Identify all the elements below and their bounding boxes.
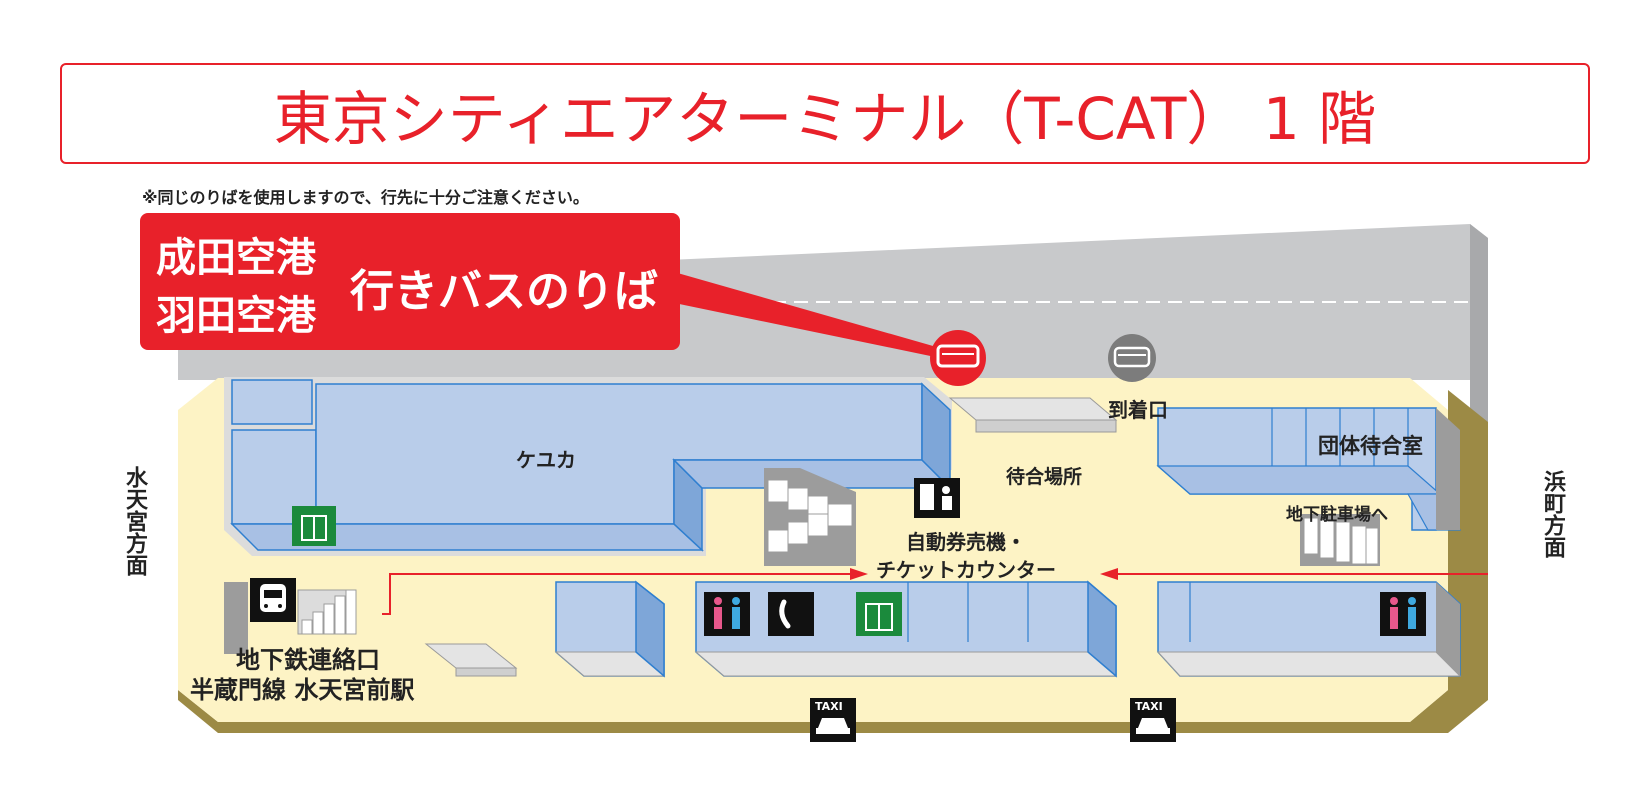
label-subway-station: 半蔵門線 水天宮前駅 [190, 676, 415, 704]
callout-pointer [660, 268, 940, 358]
bus-gray-icon [1108, 334, 1156, 382]
restroom-icon [704, 592, 750, 636]
telephone-icon [768, 592, 814, 636]
label-group-waiting-room: 団体待合室 [1318, 434, 1423, 458]
label-subway-connection: 地下鉄連絡口 [236, 646, 380, 674]
label-ticket-counter: チケットカウンター [876, 558, 1056, 582]
arrival-bench [948, 397, 1118, 421]
label-arrival-gate: 到着口 [1108, 398, 1168, 422]
ticket-machine-icon [914, 478, 960, 518]
label-ticket-machine: 自動券売機・ [906, 530, 1026, 554]
label-taxi: TAXI [815, 700, 843, 713]
caution-note: ※同じのりばを使用しますので、行先に十分ご注意ください。 [142, 188, 589, 207]
label-direction-left: 水天宮方面 [122, 466, 147, 576]
taxi-icon [1130, 698, 1176, 742]
bus-stop-label: 行きバスのりば [350, 266, 658, 317]
subway-stairs [224, 582, 248, 654]
bus-red-icon [930, 330, 986, 386]
route-arrowhead-right [850, 568, 868, 580]
title-box: 東京シティエアターミナル（T-CAT） 1 階 [60, 63, 1590, 164]
destination-narita: 成田空港 [156, 235, 316, 281]
label-shop: ケユカ [516, 448, 576, 472]
elevator-icon [292, 506, 336, 546]
elevator-icon [856, 592, 902, 636]
label-waiting-area: 待合場所 [1006, 466, 1083, 488]
restroom-icon [1380, 592, 1426, 636]
route-arrowhead-left [1100, 568, 1118, 580]
label-underground-parking: 地下駐車場へ [1286, 505, 1388, 525]
destination-haneda: 羽田空港 [156, 293, 316, 339]
bus-stop-callout: 成田空港 羽田空港 行きバスのりば [140, 213, 680, 350]
label-taxi: TAXI [1135, 700, 1163, 713]
route-line-left [382, 573, 850, 615]
page-title: 東京シティエアターミナル（T-CAT） 1 階 [273, 84, 1377, 153]
subway-train-icon [250, 578, 296, 622]
taxi-icon [810, 698, 856, 742]
label-direction-right: 浜町方面 [1540, 470, 1565, 558]
